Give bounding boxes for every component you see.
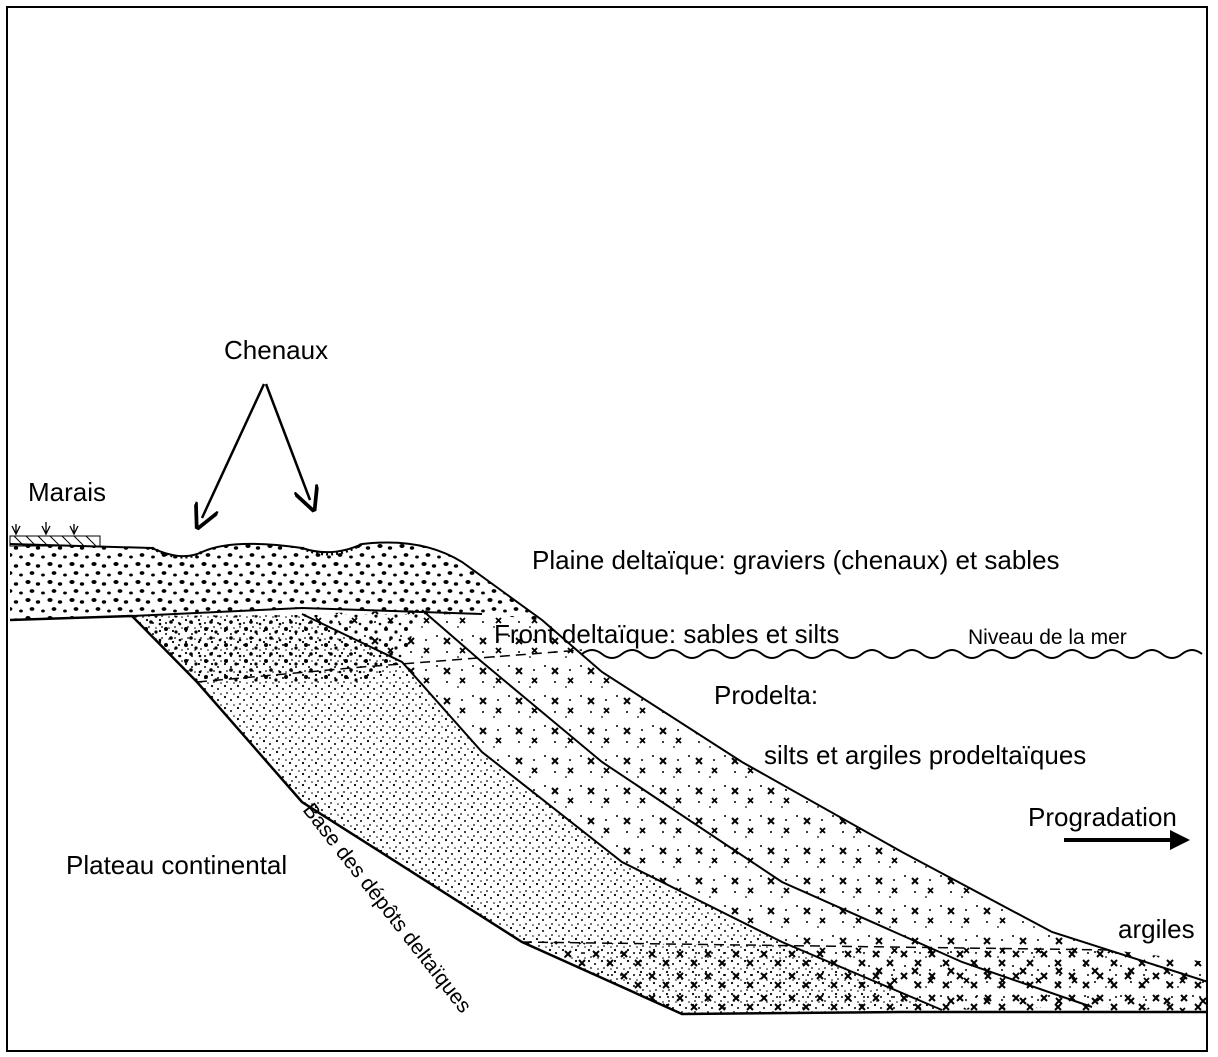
delta-cross-section: Chenaux Marais Plaine deltaïque: gravier… bbox=[8, 8, 1208, 1052]
label-progradation: Progradation bbox=[1028, 802, 1177, 832]
label-silts: silts et argiles prodeltaïques bbox=[764, 740, 1086, 770]
label-argiles: argiles bbox=[1118, 914, 1195, 944]
label-prodelta: Prodelta: bbox=[714, 680, 818, 710]
label-marais: Marais bbox=[28, 477, 106, 507]
sea-level-line bbox=[582, 650, 1202, 658]
label-plaine: Plaine deltaïque: graviers (chenaux) et … bbox=[532, 545, 1060, 575]
diagram-frame: Chenaux Marais Plaine deltaïque: gravier… bbox=[6, 6, 1208, 1052]
label-plateau: Plateau continental bbox=[66, 850, 287, 880]
label-niveau: Niveau de la mer bbox=[968, 626, 1127, 649]
chenaux-arrow-left-icon bbox=[202, 384, 264, 518]
chenaux-arrow-right-icon bbox=[266, 384, 310, 500]
label-front: Front deltaïque: sables et silts bbox=[494, 619, 839, 649]
marsh-plant-icon bbox=[12, 522, 78, 534]
label-chenaux: Chenaux bbox=[224, 335, 328, 365]
